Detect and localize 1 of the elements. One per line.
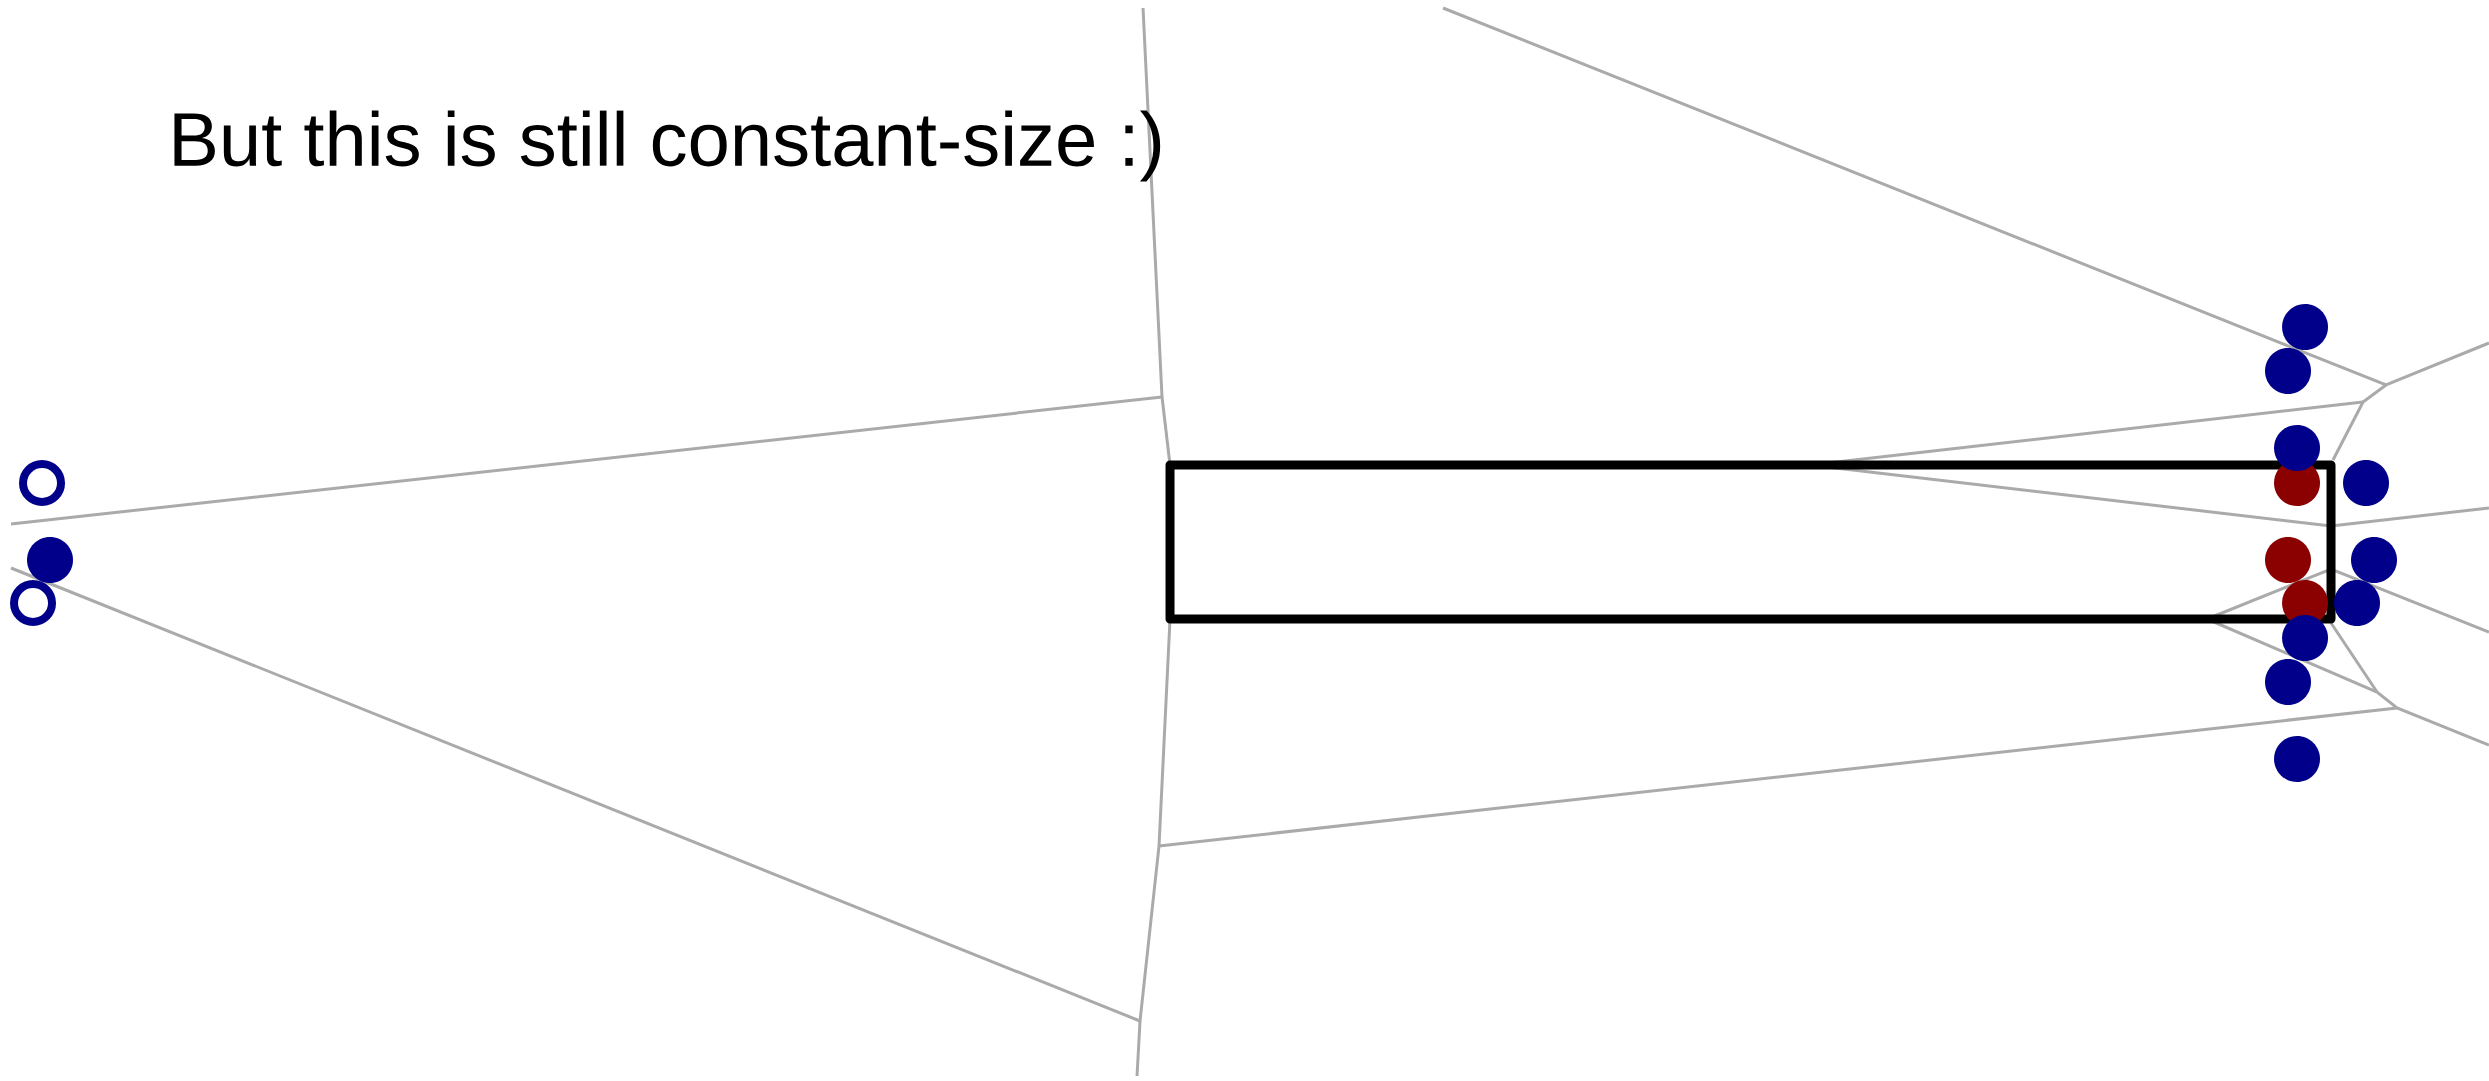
caption-text: But this is still constant-size :) xyxy=(174,110,1161,182)
